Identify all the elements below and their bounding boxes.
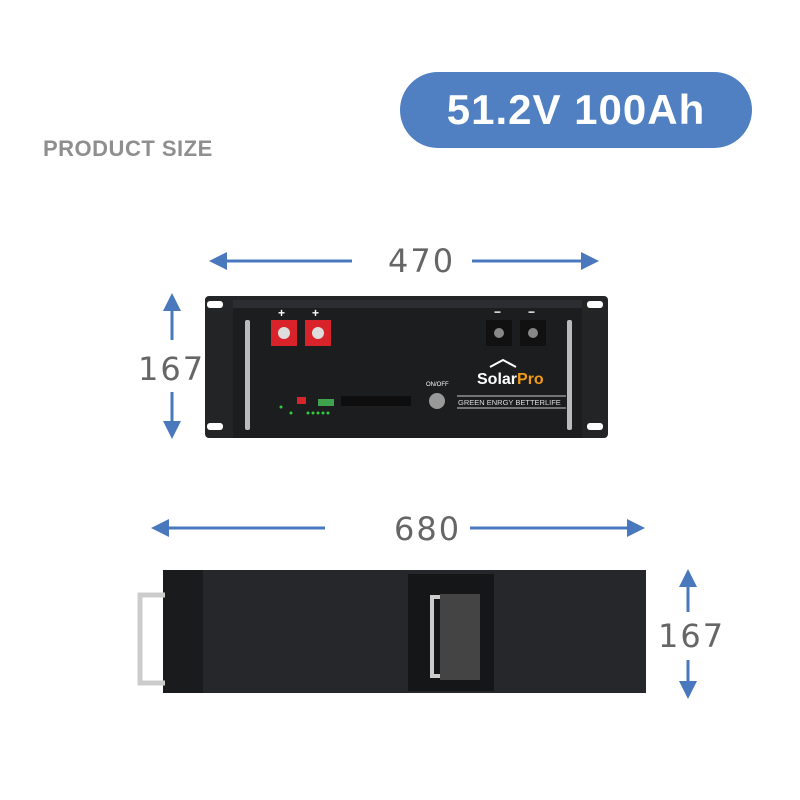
front-height-label: 167 xyxy=(138,350,206,388)
dimension-arrows xyxy=(151,252,697,699)
switch-label: ON/OFF xyxy=(426,382,449,388)
brand-logo: SolarPro xyxy=(477,371,544,389)
capacity-badge: 51.2V 100Ah xyxy=(400,72,752,148)
battery-front-view xyxy=(205,296,608,438)
brand-part-a: Solar xyxy=(477,371,518,388)
section-label: PRODUCT SIZE xyxy=(43,136,213,161)
front-width-label: 470 xyxy=(388,242,456,280)
brand-part-b: Pro xyxy=(517,371,544,388)
negative-terminal-label: − xyxy=(494,305,502,319)
side-length-label: 680 xyxy=(394,510,462,548)
negative-terminal-label: − xyxy=(528,305,536,319)
side-height-label: 167 xyxy=(658,617,726,655)
battery-side-view xyxy=(137,570,646,693)
positive-terminal-label: + xyxy=(312,306,320,320)
positive-terminal-label: + xyxy=(278,306,286,320)
slogan: GREEN ENRGY BETTERLIFE xyxy=(458,398,561,407)
